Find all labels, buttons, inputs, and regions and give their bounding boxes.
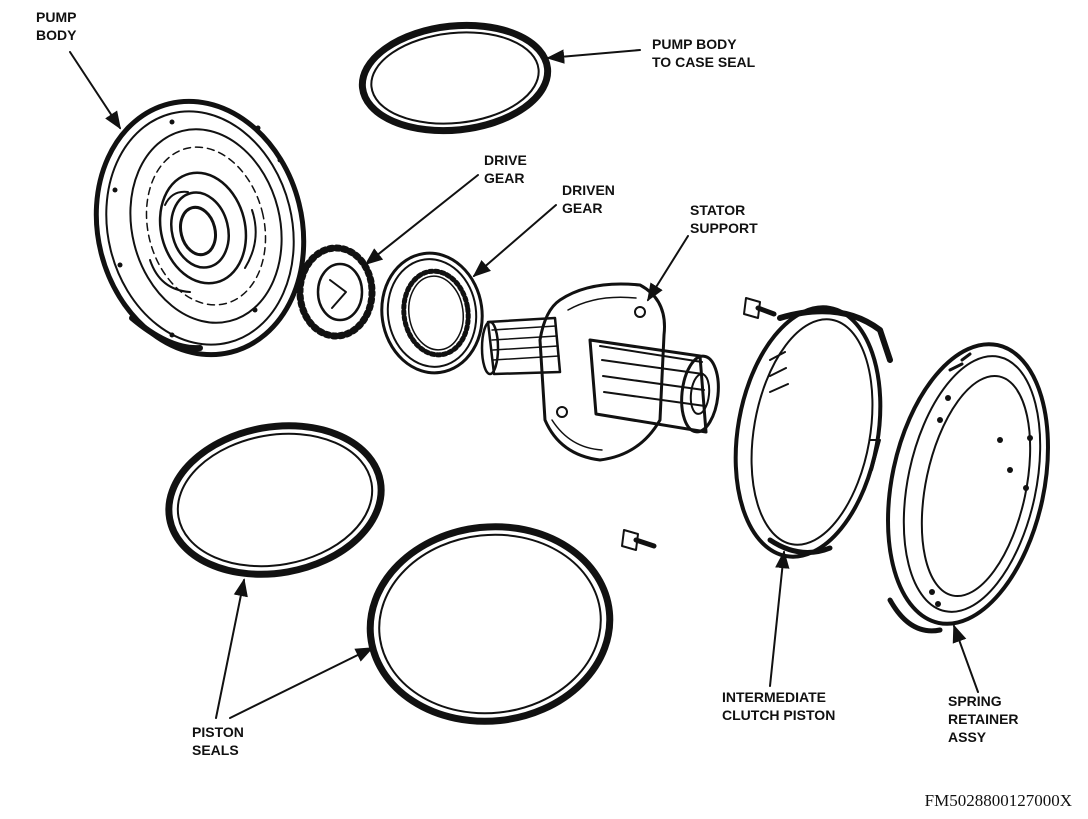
label-pump-body: PUMP BODY [36,9,77,43]
pump-body [93,98,307,358]
label-pump-body-line1: PUMP [36,9,76,25]
label-driven-gear-line2: GEAR [562,200,602,216]
bolt-upper [743,297,777,319]
label-pump-body-seal-line2: TO CASE SEAL [652,54,756,70]
leader-pump-body-seal [546,49,641,64]
label-piston-seals-line1: PISTON [192,724,244,740]
label-pump-body-seal: PUMP BODY TO CASE SEAL [652,36,756,70]
label-piston-seals-line2: SEALS [192,742,239,758]
label-spring-retainer-line3: ASSY [948,729,987,745]
drive-gear [296,244,376,340]
label-intermediate-piston: INTERMEDIATE CLUTCH PISTON [722,689,835,723]
leader-pump-body [69,51,121,130]
leader-intermediate-piston [769,550,790,687]
label-spring-retainer-line1: SPRING [948,693,1002,709]
label-piston-seals: PISTON SEALS [192,724,244,758]
label-stator-support-line1: STATOR [690,202,745,218]
leader-drive-gear [364,174,479,266]
leader-driven-gear [472,204,557,278]
label-spring-retainer: SPRING RETAINER ASSY [948,693,1019,745]
leader-spring-retainer [952,624,979,693]
leader-stator-support [647,235,689,302]
label-drive-gear-line1: DRIVE [484,152,527,168]
label-driven-gear-line1: DRIVEN [562,182,615,198]
label-pump-body-seal-line1: PUMP BODY [652,36,737,52]
piston-seal-large [366,523,614,725]
label-intermediate-piston-line1: INTERMEDIATE [722,689,826,705]
label-pump-body-line2: BODY [36,27,77,43]
leader-lines [69,49,979,719]
part-number: FM5028800127000X [925,791,1072,810]
piston-seal-small [165,422,385,578]
pump-body-to-case-seal [358,21,552,135]
label-intermediate-piston-line2: CLUTCH PISTON [722,707,835,723]
label-stator-support: STATOR SUPPORT [690,202,758,236]
label-driven-gear: DRIVEN GEAR [562,182,615,216]
label-spring-retainer-line2: RETAINER [948,711,1019,727]
leader-piston-seal-large [229,647,374,719]
stator-support [480,282,720,462]
label-stator-support-line2: SUPPORT [690,220,758,236]
bolt-lower [621,529,657,551]
spring-retainer-assy [886,342,1050,634]
label-drive-gear-line2: GEAR [484,170,524,186]
intermediate-clutch-piston [733,305,893,559]
driven-gear [380,251,484,375]
leader-piston-seal-small [215,578,248,719]
label-drive-gear: DRIVE GEAR [484,152,527,186]
